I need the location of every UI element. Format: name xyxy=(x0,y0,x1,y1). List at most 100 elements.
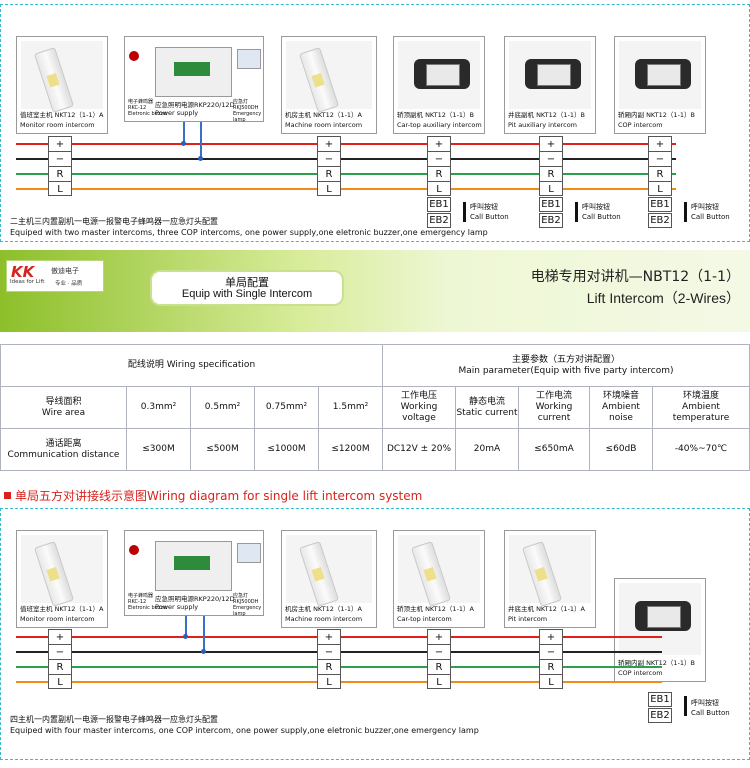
eb1-terminal: EB1 xyxy=(427,197,451,212)
device-label-zh: 轿顶主机 NKT12（1-1）A xyxy=(397,605,474,613)
machine-room-intercom: 机房主机 NKT12（1-1）A Machine room intercom xyxy=(281,36,377,134)
power-supply-label: 应急照明电源RKP220/12D Power supply xyxy=(155,101,235,117)
product-title-zh: 电梯专用对讲机—NBT12（1-1） xyxy=(530,269,740,285)
eb1-terminal: EB1 xyxy=(648,197,672,212)
lamp-label: 应急灯 RKJ500DH Emergency lamp xyxy=(233,99,262,123)
bullet-square-icon xyxy=(4,492,11,499)
cop-panel-icon xyxy=(629,601,697,631)
product-title-en: Lift Intercom（2-Wires） xyxy=(586,290,740,306)
device-label-en: Car-top auxiliary intercom xyxy=(397,121,482,129)
device-label-en: Monitor room intercom xyxy=(20,615,95,623)
cop-panel-icon xyxy=(408,59,476,89)
device-label-zh: 值班室主机 NKT12（1-1）A xyxy=(20,111,104,119)
section-title: 单局五方对讲接线示意图Wiring diagram for single lif… xyxy=(4,487,422,504)
table-cell: ≤1000M xyxy=(254,428,319,471)
buzzer-label: 电子蜂鸣器 RKC-12 Eletronic buzzer xyxy=(128,99,169,117)
car-top-auxiliary-intercom: 轿顶副机 NKT12（1-1）B Car-top auxiliary inter… xyxy=(393,36,485,134)
wire-plus xyxy=(16,143,676,145)
machine-room-intercom: 机房主机 NKT12（1-1）A Machine room intercom xyxy=(281,530,377,628)
table-cell: 1.5mm² xyxy=(318,386,383,429)
param-value: ≤650mA xyxy=(518,428,590,471)
emergency-lamp-icon xyxy=(237,543,261,563)
wire-r xyxy=(16,173,676,175)
intercom-handset-icon xyxy=(33,541,75,607)
eb2-terminal: EB2 xyxy=(648,213,672,228)
param-value: -40%~70℃ xyxy=(652,428,750,471)
table-cell: 0.3mm² xyxy=(126,386,191,429)
power-supply-icon xyxy=(155,47,232,97)
call-switch-icon xyxy=(684,696,687,716)
param-value: 20mA xyxy=(455,428,519,471)
brand-logo: KK 傲迪电子 Ideas for Lift 专业 · 品质 xyxy=(6,260,104,292)
table-cell: 0.5mm² xyxy=(190,386,255,429)
param-value: ≤60dB xyxy=(589,428,653,471)
power-feed-wire xyxy=(185,616,187,637)
main-parameter-header: 主要参数（五方对讲配置） Main parameter(Equip with f… xyxy=(382,344,750,387)
device-label-en: Monitor room intercom xyxy=(20,121,95,129)
power-supply-unit: 电子蜂鸣器 RKC-12 Eletronic buzzer 应急照明电源RKP2… xyxy=(124,36,264,123)
device-label-en: COP intercom xyxy=(618,669,663,677)
table-cell: ≤1200M xyxy=(318,428,383,471)
device-label-zh: 轿厢内副 NKT12（1-1）B xyxy=(618,111,696,119)
call-switch-icon xyxy=(575,202,578,222)
junction-dot xyxy=(198,156,203,161)
junction-dot xyxy=(181,141,186,146)
eb2-terminal: EB2 xyxy=(427,213,451,228)
pit-intercom: 井底主机 NKT12（1-1）A Pit intercom xyxy=(504,530,596,628)
eb1-terminal: EB1 xyxy=(648,692,672,707)
device-label-en: Pit auxiliary intercom xyxy=(508,121,578,129)
device-label-zh: 机房主机 NKT12（1-1）A xyxy=(285,605,362,613)
car-top-intercom: 轿顶主机 NKT12（1-1）A Car-top intercom xyxy=(393,530,485,628)
eb2-terminal: EB2 xyxy=(648,708,672,723)
single-intercom-badge: 单局配置 Equip with Single Intercom xyxy=(152,272,342,304)
lamp-label: 应急灯 RKJ500DH Emergency lamp xyxy=(233,593,262,617)
bottom-diagram-caption: 四主机一内置副机一电源一报警电子蜂鸣器一应急灯头配置 Equiped with … xyxy=(10,715,479,735)
table-cell: ≤300M xyxy=(126,428,191,471)
buzzer-label: 电子蜂鸣器 RKC-12 Eletronic buzzer xyxy=(128,593,169,611)
monitor-room-intercom: 值班室主机 NKT12（1-1）A Monitor room intercom xyxy=(16,36,108,134)
product-banner: KK 傲迪电子 Ideas for Lift 专业 · 品质 单局配置 Equi… xyxy=(0,250,750,332)
device-label-en: Pit intercom xyxy=(508,615,548,623)
buzzer-icon xyxy=(129,545,139,555)
device-label-zh: 轿顶副机 NKT12（1-1）B xyxy=(397,111,475,119)
pit-auxiliary-intercom: 井底副机 NKT12（1-1）B Pit auxiliary intercom xyxy=(504,36,596,134)
device-label-en: Machine room intercom xyxy=(285,121,363,129)
junction-dot xyxy=(201,649,206,654)
buzzer-icon xyxy=(129,51,139,61)
power-supply-unit: 电子蜂鸣器 RKC-12 Eletronic buzzer 应急照明电源RKP2… xyxy=(124,530,264,617)
junction-dot xyxy=(183,634,188,639)
cop-intercom: 轿厢内副 NKT12（1-1）B COP intercom xyxy=(614,36,706,134)
eb2-terminal: EB2 xyxy=(539,213,563,228)
cop-intercom: 轿厢内副 NKT12（1-1）B COP intercom xyxy=(614,578,706,682)
table-cell: ≤500M xyxy=(190,428,255,471)
intercom-handset-icon xyxy=(298,541,340,607)
monitor-room-intercom: 值班室主机 NKT12（1-1）A Monitor room intercom xyxy=(16,530,108,628)
param-value: DC12V ± 20% xyxy=(382,428,456,471)
power-feed-wire xyxy=(200,122,202,159)
intercom-handset-icon xyxy=(298,47,340,113)
emergency-lamp-icon xyxy=(237,49,261,69)
intercom-handset-icon xyxy=(33,47,75,113)
spec-table: 配线说明 Wiring specification 主要参数（五方对讲配置） M… xyxy=(0,344,750,471)
device-label-en: Machine room intercom xyxy=(285,615,363,623)
power-supply-label: 应急照明电源RKP220/12D Power supply xyxy=(155,595,235,611)
cop-panel-icon xyxy=(629,59,697,89)
power-feed-wire xyxy=(203,616,205,652)
device-label-en: COP intercom xyxy=(618,121,663,129)
device-label-zh: 井底主机 NKT12（1-1）A xyxy=(508,605,585,613)
power-feed-wire xyxy=(183,122,185,144)
device-label-zh: 机房主机 NKT12（1-1）A xyxy=(285,111,362,119)
